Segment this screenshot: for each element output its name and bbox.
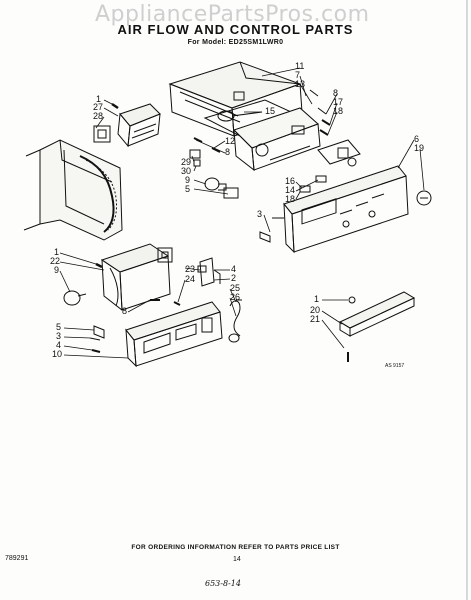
- callout-21: 21: [310, 314, 321, 324]
- callout-18-mid: 18: [285, 194, 296, 204]
- wire-harness: [229, 299, 242, 337]
- callout-20: 20: [310, 305, 321, 315]
- thermostat-bracket: [317, 139, 361, 167]
- screw-1-top: [111, 102, 119, 110]
- watermark: AppliancePartsPros.com: [95, 2, 370, 27]
- callout-9-mid: 9: [185, 175, 191, 185]
- callout-12: 12: [225, 136, 236, 146]
- leader-lines: [59, 67, 425, 359]
- control-console: [283, 165, 409, 254]
- scan-edge: [466, 0, 468, 600]
- lower-screws: [95, 262, 181, 306]
- callout-15: 15: [265, 106, 276, 116]
- callout-24: 24: [185, 274, 196, 284]
- callout-29: 29: [181, 157, 192, 167]
- callout-10: 10: [52, 349, 63, 359]
- callout-11: 11: [295, 61, 305, 71]
- callout-3-mid: 3: [257, 209, 263, 219]
- insulated-duct: [23, 139, 123, 241]
- lower-control-panel: [125, 301, 223, 368]
- control-housing: [233, 107, 321, 172]
- handwritten-note: 653-8-14: [205, 579, 241, 588]
- gasket-square: [93, 125, 111, 143]
- callout-25: 25: [230, 283, 241, 293]
- callout-1-lower: 1: [54, 247, 60, 257]
- callout-6: 6: [414, 134, 420, 144]
- light-socket-upper: [189, 149, 239, 199]
- callout-22: 22: [50, 256, 61, 266]
- knob-right: [416, 190, 432, 206]
- screws-top: [193, 89, 331, 153]
- lower-switch-parts: [89, 325, 240, 353]
- callout-4-lower: 4: [56, 340, 62, 350]
- callout-30: 30: [181, 166, 192, 176]
- callout-16: 16: [285, 176, 296, 186]
- callout-1-top: 1: [96, 94, 102, 104]
- callout-5-mid: 5: [185, 184, 191, 194]
- callout-26: 26: [230, 292, 241, 302]
- callout-14: 14: [285, 185, 296, 195]
- diagram-title: AIR FLOW AND CONTROL PARTS: [117, 22, 354, 37]
- callout-13: 13: [295, 79, 306, 89]
- callout-19: 19: [414, 143, 425, 153]
- model-subtitle: For Model: ED25SM1LWR0: [187, 39, 284, 46]
- callout-9-lower: 9: [54, 265, 60, 275]
- callout-2: 2: [231, 273, 237, 283]
- callout-3-lower: 3: [56, 331, 62, 341]
- callout-23: 23: [185, 264, 196, 274]
- switch-bracket: [197, 257, 221, 287]
- ordering-info-note: FOR ORDERING INFORMATION REFER TO PARTS …: [131, 544, 340, 551]
- callout-28: 28: [93, 111, 104, 121]
- callout-18-top: 18: [333, 106, 344, 116]
- callout-4-mid: 4: [231, 264, 237, 274]
- callout-27: 27: [93, 102, 104, 112]
- callout-17: 17: [333, 97, 344, 107]
- callout-8-lower: 8: [122, 306, 128, 316]
- document-number: 789291: [5, 555, 29, 562]
- drawing-reference: AS 9157: [385, 363, 405, 369]
- callout-8-top: 8: [333, 88, 339, 98]
- callout-1-right: 1: [314, 294, 320, 304]
- trim-strip: [338, 291, 416, 362]
- callout-7: 7: [295, 70, 301, 80]
- page-number: 14: [233, 556, 241, 563]
- lower-gasket: [157, 247, 173, 263]
- lower-light-housing: [100, 243, 171, 312]
- callout-5-lower: 5: [56, 322, 62, 332]
- callout-8-mid: 8: [225, 147, 231, 157]
- light-shield: [117, 103, 161, 148]
- lower-bulb: [63, 290, 87, 306]
